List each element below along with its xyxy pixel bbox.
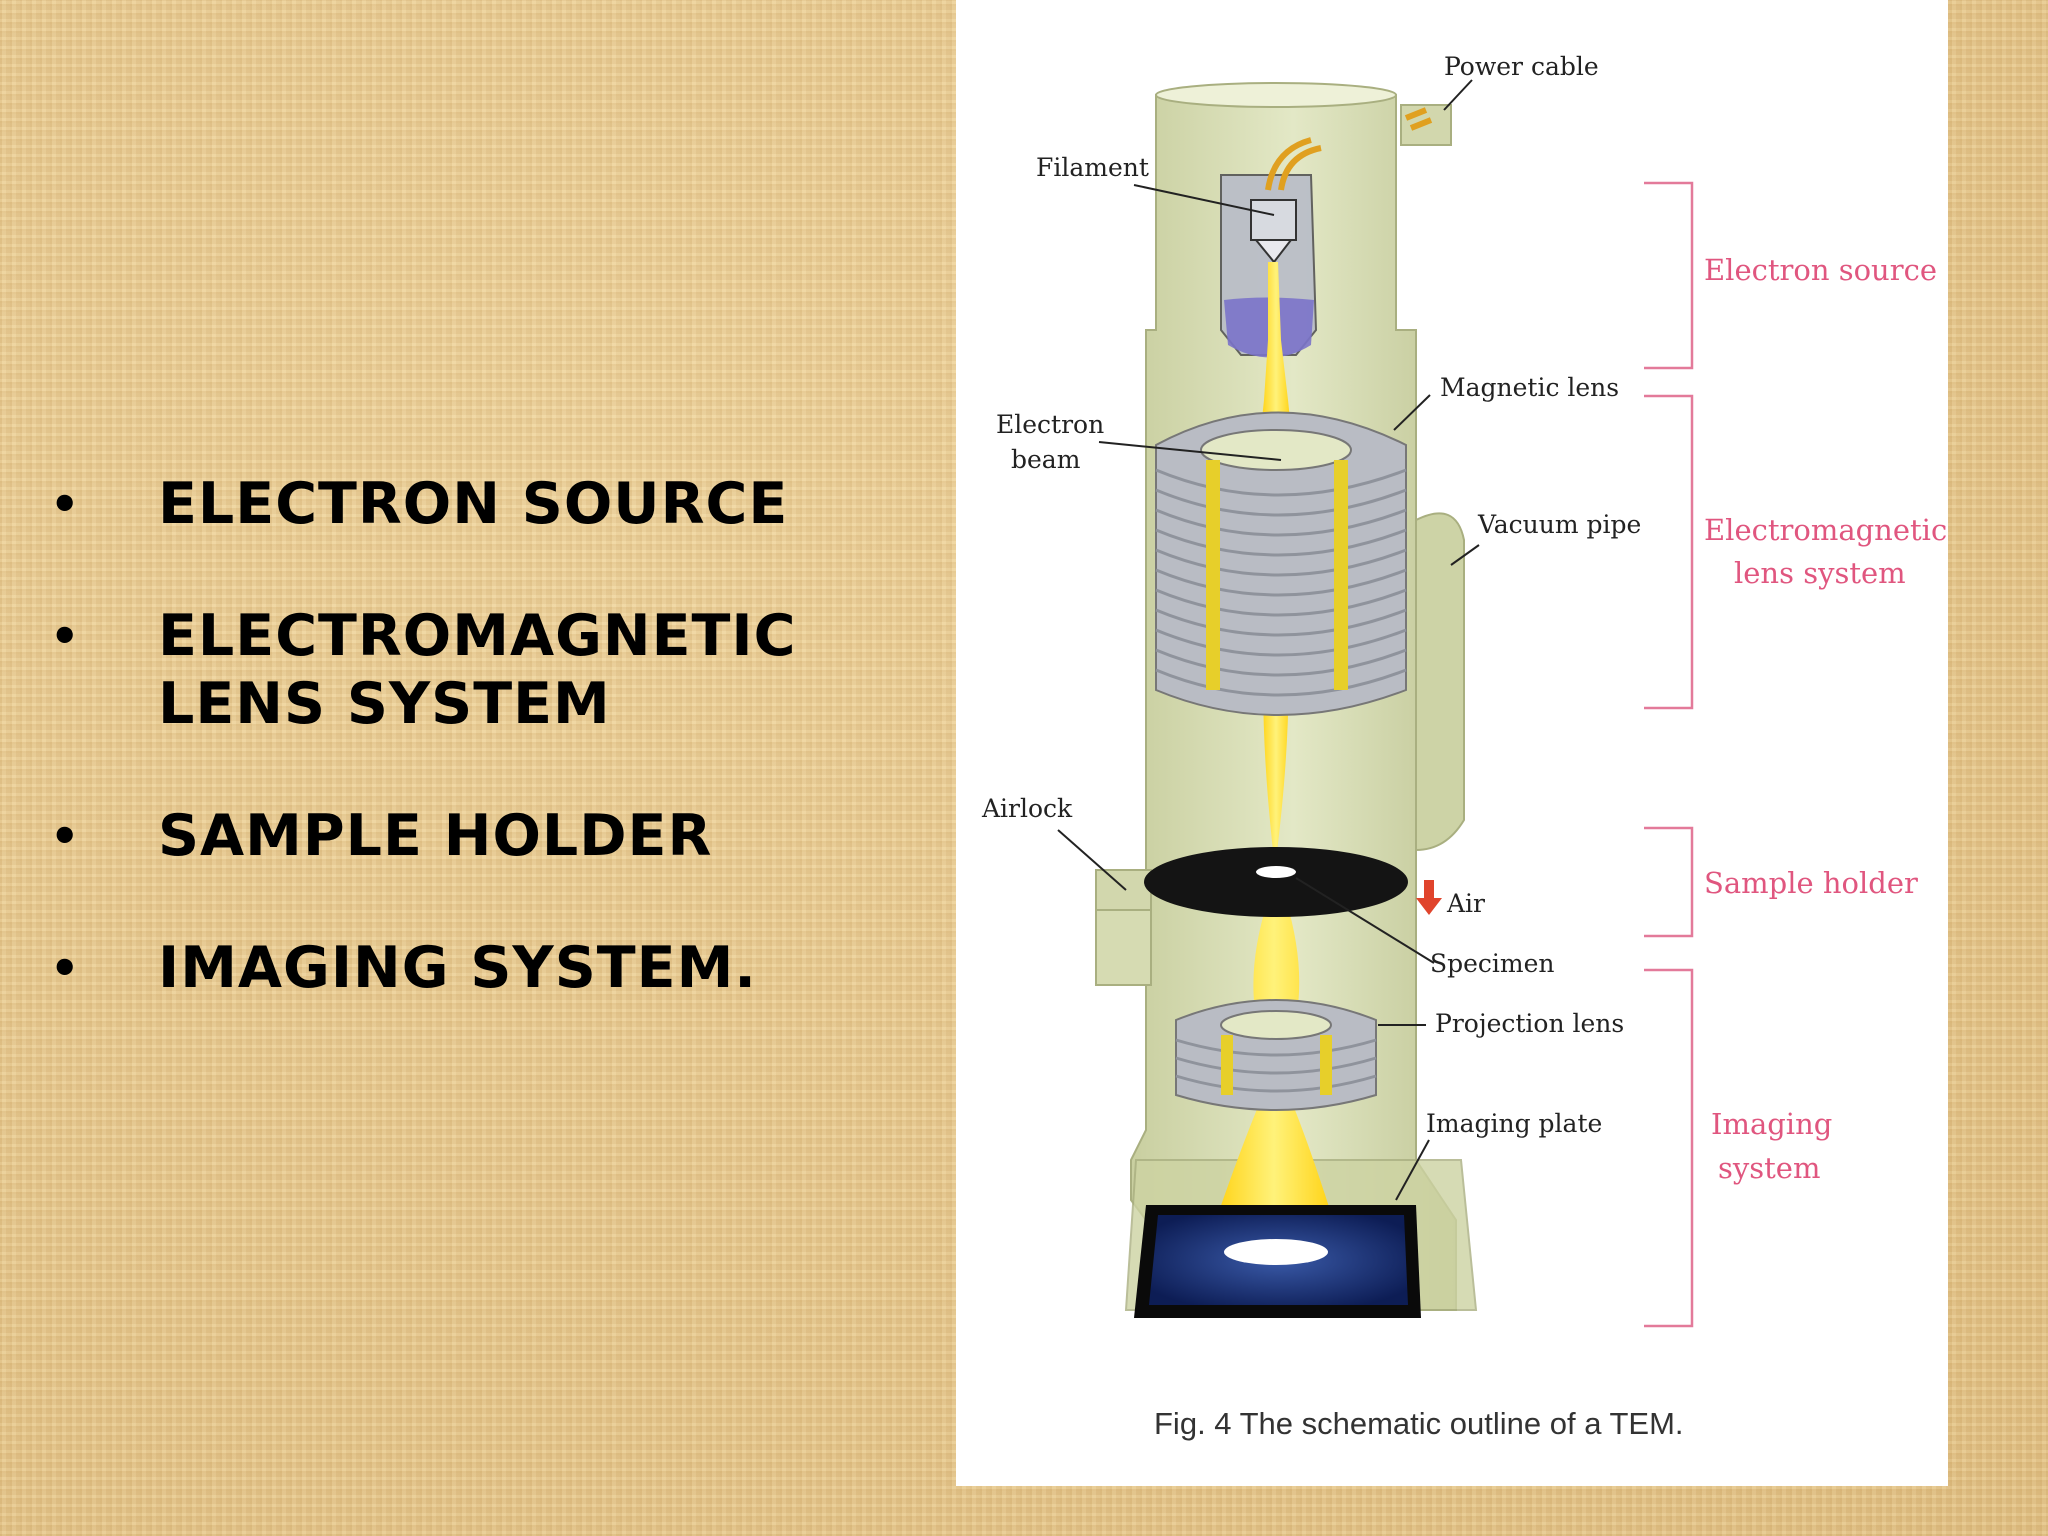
bullet-text: ELECTRON SOURCE: [158, 471, 789, 537]
label-electron-beam: beam: [1011, 445, 1081, 474]
label-specimen: Specimen: [1430, 949, 1555, 978]
bullet-list: • ELECTRON SOURCE • ELECTROMAGNETIC LENS S…: [50, 470, 930, 1066]
section-electromagnetic-lens: lens system: [1734, 556, 1906, 590]
imaging-plate: [1134, 1205, 1421, 1318]
section-brackets: [1644, 181, 1694, 1328]
bullet-item: • ELECTROMAGNETIC LENS SYSTEM: [50, 602, 930, 738]
section-imaging-system: Imaging: [1711, 1107, 1832, 1141]
bullet-text: IMAGING SYSTEM.: [158, 935, 757, 1001]
tem-diagram: Power cable Filament Electron beam Magne…: [981, 52, 1947, 1441]
label-airlock: Airlock: [981, 794, 1073, 823]
section-sample-holder: Sample holder: [1704, 866, 1918, 900]
label-air: Air: [1446, 889, 1485, 918]
figure-caption: Fig. 4 The schematic outline of a TEM.: [1154, 1406, 1684, 1441]
label-vacuum-pipe: Vacuum pipe: [1477, 510, 1641, 539]
bullet-item: • IMAGING SYSTEM.: [50, 934, 930, 1002]
bullet-item: • ELECTRON SOURCE: [50, 470, 930, 538]
label-magnetic-lens: Magnetic lens: [1440, 373, 1619, 402]
label-imaging-plate: Imaging plate: [1426, 1109, 1602, 1138]
bullet-text: ELECTROMAGNETIC LENS SYSTEM: [158, 603, 797, 737]
sample-holder: [1144, 847, 1408, 917]
magnetic-lens: [1155, 411, 1407, 716]
section-electromagnetic-lens: Electromagnetic: [1704, 513, 1947, 547]
bullet-dot: •: [50, 477, 81, 531]
label-electron-beam: Electron: [996, 410, 1104, 439]
label-projection-lens: Projection lens: [1435, 1009, 1624, 1038]
bullet-item: • SAMPLE HOLDER: [50, 802, 930, 870]
air-arrow-icon: [1416, 880, 1442, 915]
leader-lines: [1057, 79, 1480, 1201]
bullet-text: SAMPLE HOLDER: [158, 803, 713, 869]
projection-lens: [1175, 999, 1377, 1111]
tem-figure-panel: Power cable Filament Electron beam Magne…: [956, 0, 1948, 1486]
label-filament: Filament: [1036, 153, 1149, 182]
section-imaging-system: system: [1718, 1151, 1820, 1185]
bullet-dot: •: [50, 941, 81, 995]
bullet-dot: •: [50, 809, 81, 863]
bullet-dot: •: [50, 609, 81, 663]
label-power-cable: Power cable: [1444, 52, 1599, 81]
section-electron-source: Electron source: [1704, 253, 1937, 287]
